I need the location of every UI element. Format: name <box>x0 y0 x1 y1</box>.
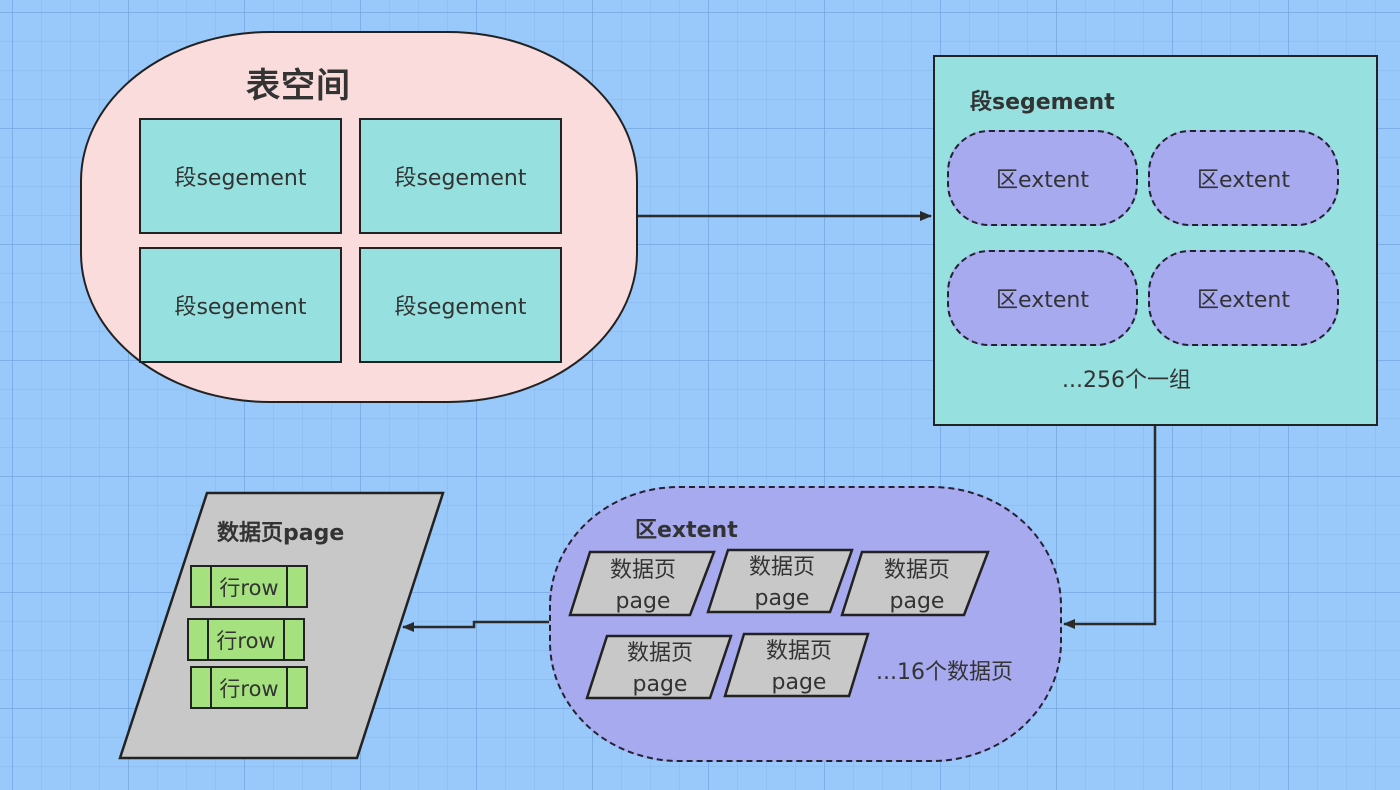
extent-page-shape <box>706 548 854 614</box>
extent-page-shape <box>723 632 870 698</box>
segment-extent: 区extent <box>947 130 1138 226</box>
segment-title: 段segement <box>970 90 1115 115</box>
segment-label: 段segement <box>174 166 307 191</box>
segment-extent: 区extent <box>1148 130 1339 226</box>
segment-extent: 区extent <box>947 250 1138 346</box>
extent-label: 区extent <box>996 168 1089 193</box>
row-cap-left <box>189 620 209 659</box>
page-label-en: page <box>771 670 827 695</box>
segment-container <box>933 55 1378 426</box>
extent-page-count-note: ...16个数据页 <box>876 660 1013 685</box>
extent-label: 区extent <box>1197 288 1290 313</box>
segment-extent-count-note: ...256个一组 <box>1062 368 1191 393</box>
data-row: 行row <box>190 666 308 709</box>
extent-page-label: 数据页 page <box>578 555 708 617</box>
page-label-cn: 数据页 <box>626 641 693 666</box>
page-label-cn: 数据页 <box>765 639 832 664</box>
segment-label: 段segement <box>394 166 527 191</box>
extent-title: 区extent <box>635 518 738 543</box>
data-row: 行row <box>187 618 305 661</box>
extent-page-label: 数据页 page <box>734 636 864 698</box>
row-label: 行row <box>219 575 279 600</box>
segment-extent: 区extent <box>1148 250 1339 346</box>
extent-page-shape <box>568 550 716 617</box>
page-label-en: page <box>889 589 945 614</box>
data-page-title: 数据页page <box>217 521 345 546</box>
extent-page-shape <box>585 634 733 700</box>
tablespace-title: 表空间 <box>246 66 351 106</box>
page-label-en: page <box>615 589 671 614</box>
tablespace-segment: 段segement <box>359 118 562 234</box>
segment-label: 段segement <box>174 295 307 320</box>
extent-container <box>549 486 1062 762</box>
connector-extent-to-page <box>402 620 549 632</box>
row-cap-right <box>286 567 306 606</box>
extent-label: 区extent <box>996 288 1089 313</box>
extent-page-label: 数据页 page <box>595 638 725 700</box>
tablespace-segment: 段segement <box>139 118 342 234</box>
connector-segment-to-extent <box>1063 426 1157 629</box>
tablespace-segment: 段segement <box>359 247 562 363</box>
segment-label: 段segement <box>394 295 527 320</box>
page-label-cn: 数据页 <box>748 555 815 580</box>
row-cap-right <box>283 620 303 659</box>
extent-label: 区extent <box>1197 168 1290 193</box>
row-label: 行row <box>219 676 279 701</box>
extent-page-label: 数据页 page <box>717 552 847 614</box>
page-label-cn: 数据页 <box>883 558 950 583</box>
data-row: 行row <box>190 565 308 608</box>
row-label: 行row <box>216 628 276 653</box>
page-label-en: page <box>632 672 688 697</box>
row-cap-right <box>286 668 306 707</box>
row-cap-left <box>192 567 212 606</box>
page-label-cn: 数据页 <box>609 558 676 583</box>
extent-page-label: 数据页 page <box>852 555 982 617</box>
extent-page-shape <box>840 550 990 617</box>
tablespace-segment: 段segement <box>139 247 342 363</box>
row-cap-left <box>192 668 212 707</box>
page-label-en: page <box>754 586 810 611</box>
